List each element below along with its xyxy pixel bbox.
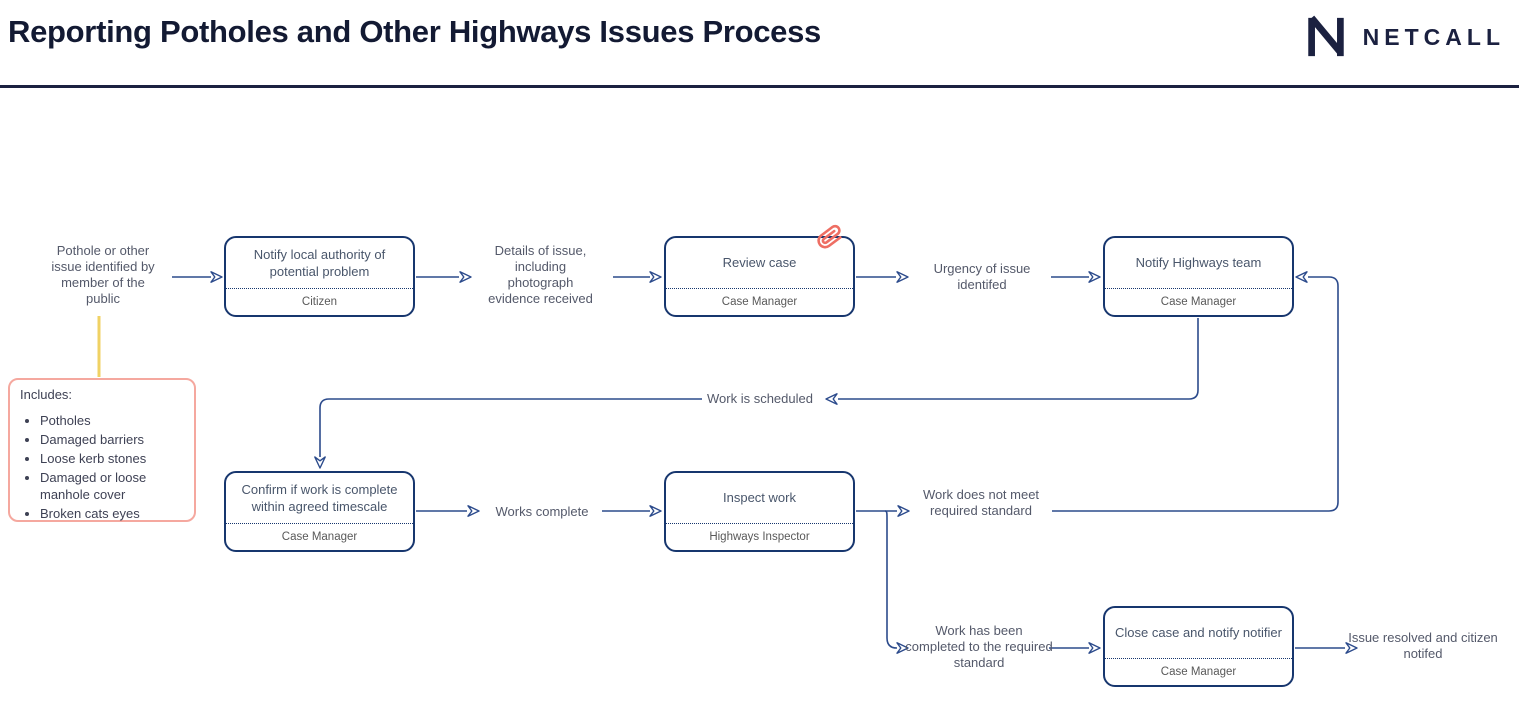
page-title: Reporting Potholes and Other Highways Is…	[8, 14, 821, 49]
process-box-confirm-work: Confirm if work is complete within agree…	[224, 471, 415, 552]
netcall-logo: NETCALL	[1303, 12, 1505, 62]
process-box-close-case: Close case and notify notifier Case Mana…	[1103, 606, 1294, 687]
note-item: Broken cats eyes	[40, 505, 186, 522]
process-box-title: Close case and notify notifier	[1115, 625, 1282, 641]
process-box-title: Inspect work	[723, 490, 796, 506]
arrowhead	[210, 271, 223, 283]
arrowhead	[1295, 271, 1308, 283]
note-list: Potholes Damaged barriers Loose kerb sto…	[20, 412, 186, 522]
process-box-review-case: Review case Case Manager	[664, 236, 855, 317]
note-heading: Includes:	[20, 387, 73, 402]
flow-label-not-standard: Work does not meet required standard	[922, 487, 1040, 518]
process-box-role: Citizen	[226, 288, 413, 315]
process-box-role: Case Manager	[666, 288, 853, 315]
arrowhead	[897, 505, 910, 517]
process-box-title: Confirm if work is complete within agree…	[241, 482, 398, 514]
arrowhead	[649, 505, 662, 517]
netcall-n-mark-icon	[1307, 15, 1344, 57]
note-item: Potholes	[40, 412, 186, 429]
process-box-role: Highways Inspector	[666, 523, 853, 550]
process-box-role: Case Manager	[1105, 658, 1292, 685]
arrowhead	[1345, 642, 1358, 654]
flow-label-resolved: Issue resolved and citizen notifed	[1348, 630, 1498, 661]
note-item: Damaged or loose manhole cover	[40, 469, 186, 503]
process-box-title: Review case	[722, 255, 797, 271]
flow-label-details: Details of issue, including photograph e…	[488, 243, 593, 306]
arrowhead	[314, 456, 326, 469]
note-item: Loose kerb stones	[40, 450, 186, 467]
flow-label-start: Pothole or other issue identified by mem…	[51, 243, 155, 306]
arrowhead	[1088, 271, 1101, 283]
arrowhead	[649, 271, 662, 283]
flow-label-works-complete: Works complete	[495, 504, 589, 519]
process-box-inspect-work: Inspect work Highways Inspector	[664, 471, 855, 552]
arrowhead	[467, 505, 480, 517]
arrowhead	[459, 271, 472, 283]
process-box-role: Case Manager	[226, 523, 413, 550]
brand-wordmark: NETCALL	[1362, 23, 1505, 50]
arrowhead	[1088, 642, 1101, 654]
arrowhead	[896, 642, 909, 654]
arrowhead	[896, 271, 909, 283]
edge-inspect-to-completed	[884, 510, 898, 649]
note-item: Damaged barriers	[40, 431, 186, 448]
process-box-notify-authority: Notify local authority of potential prob…	[224, 236, 415, 317]
edge-not-standard-loop	[1052, 276, 1339, 512]
paperclip-icon	[817, 224, 842, 249]
process-box-title: Notify Highways team	[1135, 255, 1262, 271]
arrowhead	[825, 393, 838, 405]
flow-label-work-scheduled: Work is scheduled	[707, 391, 813, 406]
flow-label-completed: Work has been completed to the required …	[905, 623, 1053, 670]
flow-label-urgency: Urgency of issue identifed	[933, 261, 1031, 292]
includes-note: Includes: Potholes Damaged barriers Loos…	[8, 378, 196, 522]
edge-highways-to-scheduled	[838, 318, 1199, 400]
process-box-notify-highways: Notify Highways team Case Manager	[1103, 236, 1294, 317]
process-box-role: Case Manager	[1105, 288, 1292, 315]
process-box-title: Notify local authority of potential prob…	[253, 247, 386, 279]
edge-scheduled-to-confirm	[319, 398, 702, 457]
header-divider	[0, 85, 1519, 88]
